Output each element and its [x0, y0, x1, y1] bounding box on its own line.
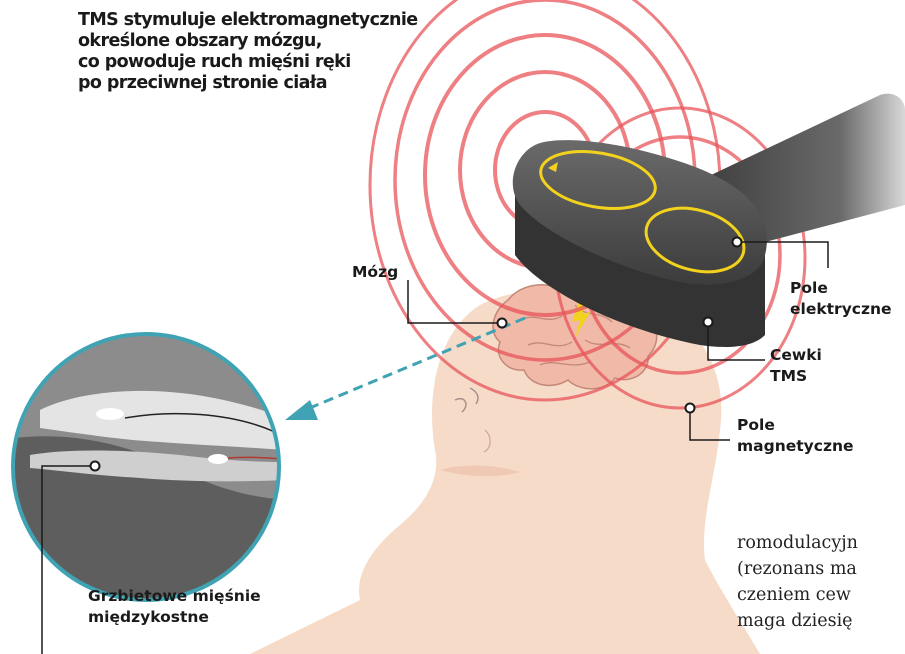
- headline-line: po przeciwnej stronie ciała: [78, 73, 478, 94]
- headline-line: TMS stymuluje elektromagnetycznie: [78, 10, 478, 31]
- muscles-label: Grzbietowe mięśnie międzykostne: [88, 586, 261, 628]
- article-line: (rezonans ma: [737, 556, 858, 582]
- brain-marker: [498, 319, 507, 328]
- tms-coils-label-line: Cewki: [770, 345, 822, 366]
- headline: TMS stymuluje elektromagnetycznie określ…: [78, 10, 478, 94]
- electric-field-marker: [733, 238, 742, 247]
- electric-field-label-line: elektryczne: [790, 299, 892, 320]
- headline-line: co powoduje ruch mięśni ręki: [78, 52, 478, 73]
- muscles-label-line: międzykostne: [88, 607, 261, 628]
- article-line: romodulacyjn: [737, 530, 858, 556]
- article-body-fragment: romodulacyjn (rezonans ma czeniem cew ma…: [737, 530, 858, 634]
- brain-label: Mózg: [352, 262, 398, 283]
- magnetic-field-label-line: magnetyczne: [737, 436, 854, 457]
- arrowhead-icon: [285, 400, 318, 420]
- magnetic-field-label-line: Pole: [737, 415, 854, 436]
- muscle-highlight: [96, 408, 124, 420]
- muscle-highlight-2: [208, 454, 228, 464]
- muscles-marker: [91, 462, 100, 471]
- electric-field-label: Pole elektryczne: [790, 278, 892, 320]
- article-line: czeniem cew: [737, 582, 858, 608]
- electric-field-label-line: Pole: [790, 278, 892, 299]
- magnetic-field-label: Pole magnetyczne: [737, 415, 854, 457]
- hand-inset: [0, 334, 300, 610]
- headline-line: określone obszary mózgu,: [78, 31, 478, 52]
- magnetic-field-marker: [686, 404, 695, 413]
- coils-marker: [704, 318, 713, 327]
- tms-coils-label-line: TMS: [770, 366, 822, 387]
- article-line: maga dziesię: [737, 608, 858, 634]
- muscles-label-line: Grzbietowe mięśnie: [88, 586, 261, 607]
- tms-coils-label: Cewki TMS: [770, 345, 822, 387]
